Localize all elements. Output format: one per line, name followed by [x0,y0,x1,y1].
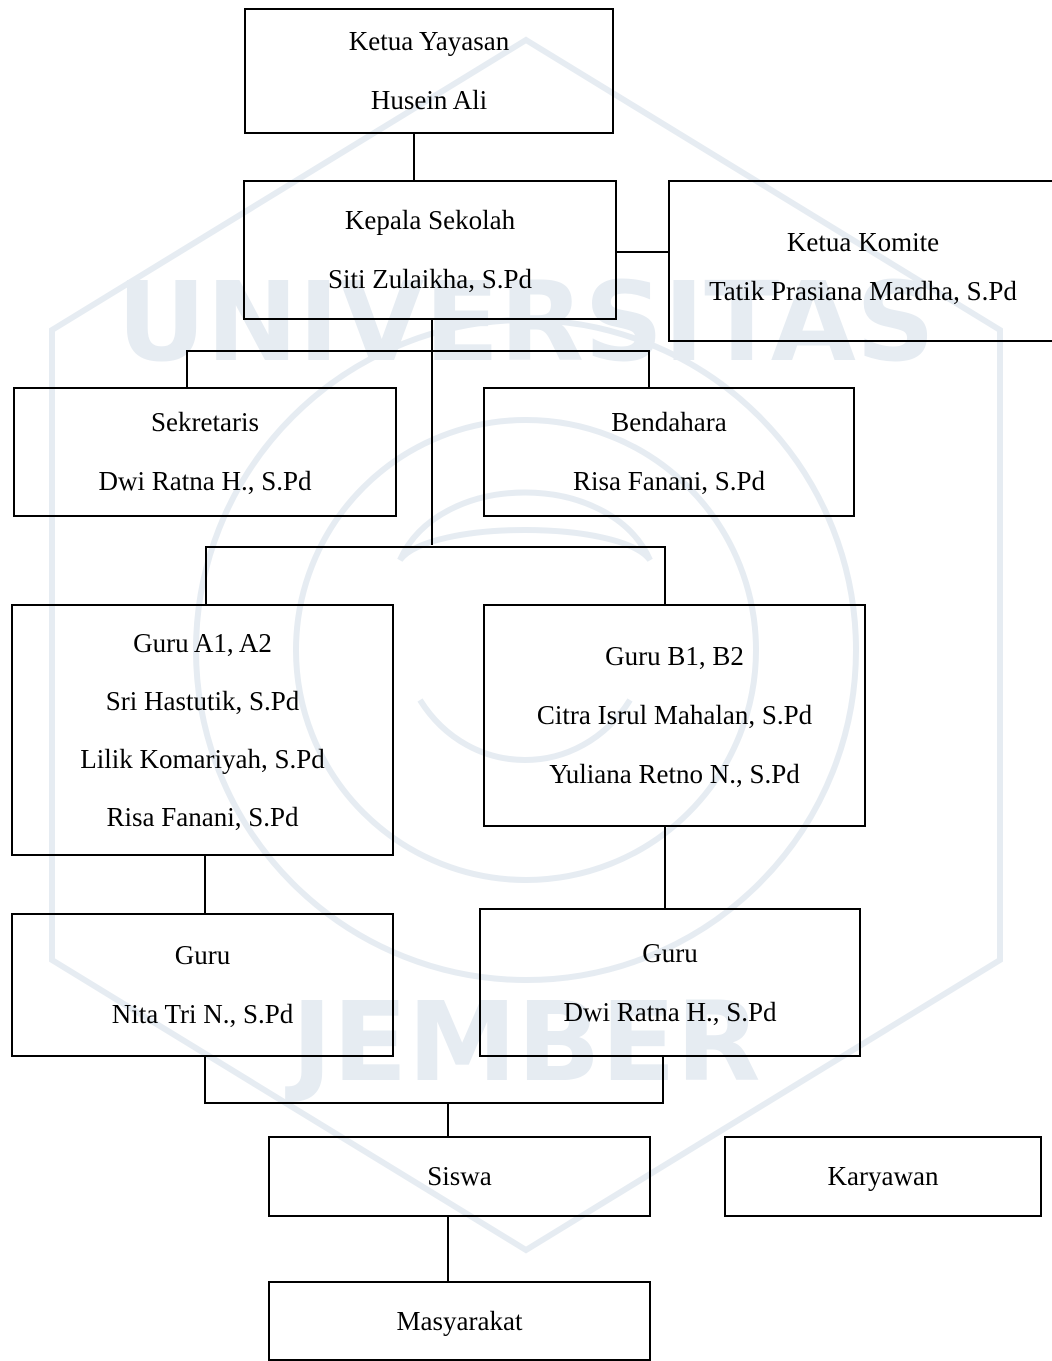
box-title: Ketua Yayasan [348,26,510,56]
box-guru-b: Guru B1, B2 Citra Isrul Mahalan, S.Pd Yu… [483,604,866,827]
box-name: Yuliana Retno N., S.Pd [549,759,800,789]
box-title: Kepala Sekolah [344,205,516,235]
box-title: Guru [174,940,231,970]
box-title: Ketua Komite [786,226,940,257]
connector-guru-bar [205,546,666,605]
box-name: Lilik Komariyah, S.Pd [80,744,325,774]
box-name: Husein Ali [370,85,488,115]
box-title: Karyawan [827,1161,939,1191]
box-sekretaris: Sekretaris Dwi Ratna H., S.Pd [13,387,397,517]
box-bendahara: Bendahara Risa Fanani, S.Pd [483,387,855,517]
box-ketua-yayasan: Ketua Yayasan Husein Ali [244,8,614,134]
box-masyarakat: Masyarakat [268,1281,651,1361]
box-name: Dwi Ratna H., S.Pd [563,996,777,1027]
box-guru-left: Guru Nita Tri N., S.Pd [11,913,394,1057]
box-title: Masyarakat [396,1305,523,1336]
box-siswa: Siswa [268,1136,651,1217]
box-name: Dwi Ratna H., S.Pd [98,466,312,496]
box-ketua-komite: Ketua Komite Tatik Prasiana Mardha, S.Pd [668,180,1052,342]
box-name: Risa Fanani, S.Pd [106,802,299,832]
box-karyawan: Karyawan [724,1136,1042,1217]
box-title: Guru [642,937,698,968]
box-name: Sri Hastutik, S.Pd [105,686,300,716]
box-name: Tatik Prasiana Mardha, S.Pd [709,275,1017,306]
box-name: Siti Zulaikha, S.Pd [327,264,533,294]
box-title: Guru A1, A2 [133,628,272,658]
connector-staff-bar [186,350,650,388]
box-guru-a: Guru A1, A2 Sri Hastutik, S.Pd Lilik Kom… [11,604,394,856]
box-title: Sekretaris [151,407,259,437]
box-name: Risa Fanani, S.Pd [572,466,766,496]
box-kepala-sekolah: Kepala Sekolah Siti Zulaikha, S.Pd [243,180,617,320]
connector-guru-bottom-bar [204,1056,664,1104]
box-title: Guru B1, B2 [605,641,744,671]
box-title: Bendahara [611,407,727,437]
box-guru-right: Guru Dwi Ratna H., S.Pd [479,908,861,1057]
box-name: Citra Isrul Mahalan, S.Pd [536,700,813,730]
box-title: Siswa [427,1161,492,1191]
box-name: Nita Tri N., S.Pd [111,999,294,1029]
